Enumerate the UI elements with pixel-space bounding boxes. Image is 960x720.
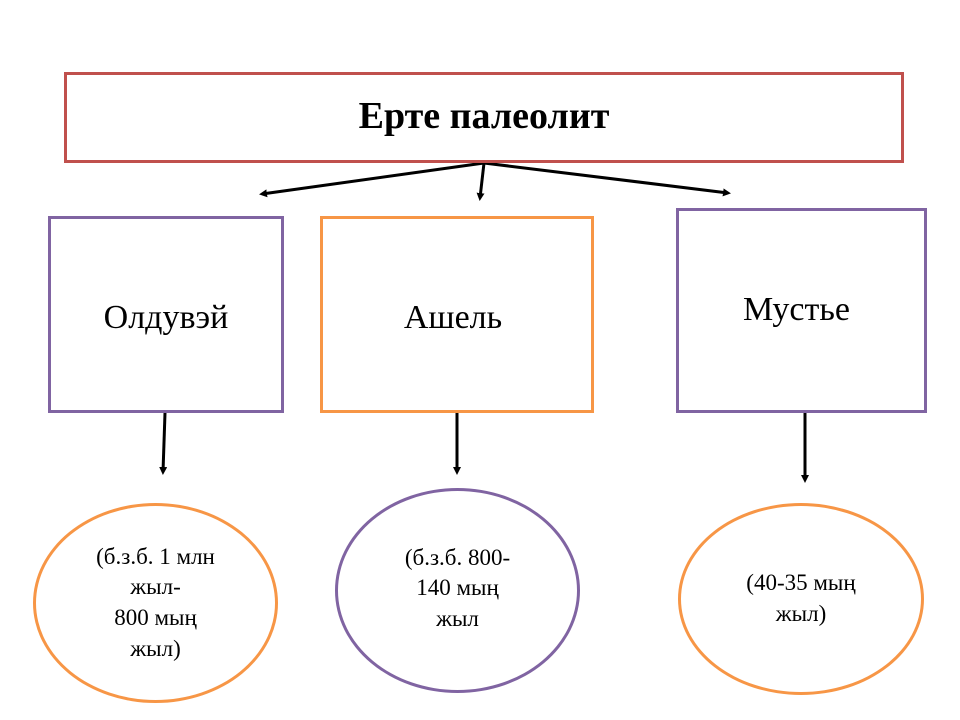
arrow-to-olduvai [259,161,485,198]
arrow-to-mousterian [483,161,731,197]
culture-label-olduvai: Олдувэй [103,298,229,336]
arrow-to-acheul [476,162,486,201]
culture-label-acheul: Ашель [403,298,503,336]
culture-box-olduvai: Олдувэй [48,216,284,413]
period-text-acheul: (б.з.б. 800- 140 мың жыл [404,544,511,631]
period-ellipse-acheul: (б.з.б. 800- 140 мың жыл [335,488,580,693]
period-ellipse-olduvai: (б.з.б. 1 млн жыл- 800 мың жыл) [33,503,278,703]
title-box: Ерте палеолит [64,72,904,163]
diagram-title: Ерте палеолит [358,94,610,137]
culture-box-acheul: Ашель [320,216,594,413]
culture-label-mousterian: Мустье [743,290,850,328]
period-text-mousterian: (40-35 мың жыл) [746,570,856,626]
period-ellipse-mousterian: (40-35 мың жыл) [678,503,924,695]
culture-box-mousterian: Мустье [676,208,927,413]
arrow-olduvai-to-period [159,412,168,475]
period-text-olduvai: (б.з.б. 1 млн жыл- 800 мың жыл) [96,543,215,661]
